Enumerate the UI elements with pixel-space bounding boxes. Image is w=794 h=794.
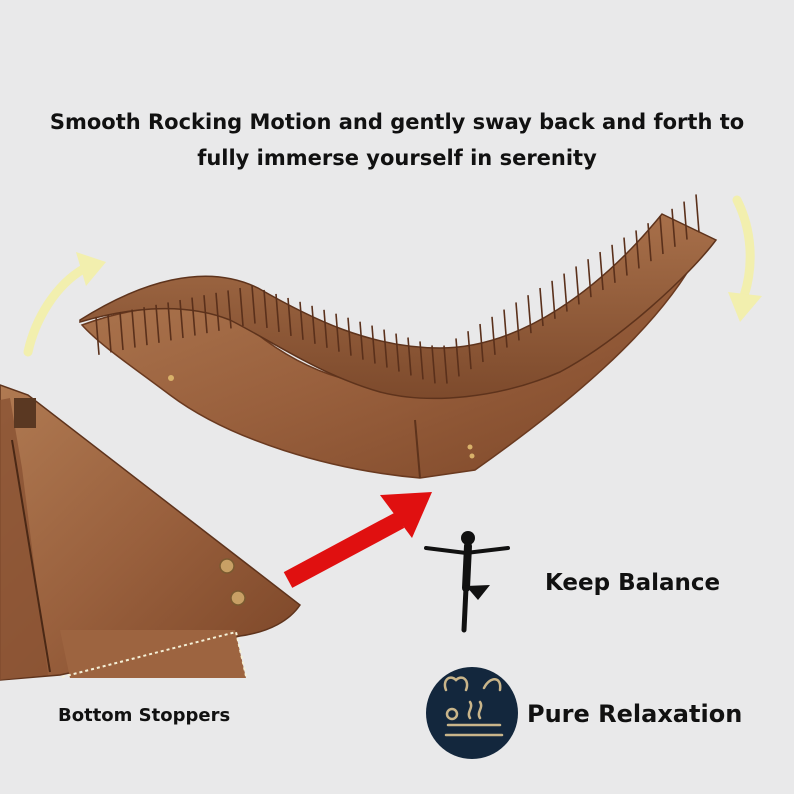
lounger-slat-gap bbox=[611, 244, 616, 283]
lounger-slat-gap bbox=[239, 287, 244, 327]
lounger-slat-gap bbox=[311, 305, 316, 344]
lounger-screw bbox=[168, 375, 174, 381]
lounger-slat-gap bbox=[275, 293, 280, 333]
headline: Smooth Rocking Motion and gently sway ba… bbox=[0, 104, 794, 176]
lounger-slat-gap bbox=[431, 345, 436, 384]
rocking-lounger-image bbox=[79, 194, 718, 479]
curved-arrow-down-icon bbox=[728, 195, 762, 322]
lounger-panel-seam bbox=[414, 419, 421, 479]
lounger-slat-gap bbox=[227, 290, 232, 329]
lounger-slat-gap bbox=[179, 299, 184, 339]
stopper-inner-seam bbox=[11, 439, 51, 673]
bottom-stopper-closeup bbox=[0, 384, 302, 681]
lounger-slat-gap bbox=[167, 302, 172, 341]
lounger-slat-gap bbox=[503, 309, 508, 348]
headline-line-2: fully immerse yourself in serenity bbox=[197, 146, 597, 170]
lounger-slat-gap bbox=[359, 321, 364, 360]
lounger-slat-gap bbox=[635, 230, 640, 269]
lounger-screw bbox=[467, 444, 473, 450]
lounger-slat-gap bbox=[659, 215, 664, 255]
lounger-slat-gap bbox=[599, 251, 604, 291]
red-arrow-icon bbox=[283, 492, 432, 588]
stopper-slat bbox=[14, 398, 36, 428]
lounger-slat-gap bbox=[695, 194, 700, 233]
lounger-slat-gap bbox=[407, 337, 412, 376]
lounger-slat-gap bbox=[623, 237, 628, 276]
lounger-slat-gap bbox=[191, 297, 196, 336]
lounger-slat-gap bbox=[419, 341, 424, 380]
lounger-slat-gap bbox=[683, 201, 688, 240]
lounger-slat-gap bbox=[95, 316, 100, 355]
lounger-slat-gap bbox=[467, 331, 472, 370]
lounger-slat-gap bbox=[263, 289, 268, 329]
curved-arrow-up-icon bbox=[23, 252, 106, 357]
lounger-slat-gap bbox=[155, 304, 160, 343]
lounger-slat-gap bbox=[527, 295, 532, 334]
lounger-slat-gap bbox=[515, 302, 520, 341]
lounger-slat-gap bbox=[563, 273, 568, 312]
lounger-slat-gap bbox=[335, 313, 340, 352]
stopper-screw bbox=[219, 558, 235, 574]
lounger-slat-gap bbox=[479, 323, 484, 363]
stopper-block bbox=[60, 630, 246, 678]
lounger-slat-gap bbox=[371, 325, 376, 364]
lounger-slat-gap bbox=[131, 309, 136, 348]
lounger-slat-gap bbox=[551, 280, 556, 319]
lounger-slat-gap bbox=[287, 297, 292, 336]
lounger-screw bbox=[469, 453, 475, 459]
lounger-slat-gap bbox=[395, 333, 400, 372]
lounger-slat-gap bbox=[107, 314, 112, 353]
lounger-slat-gap bbox=[383, 329, 388, 368]
pure-relaxation-label: Pure Relaxation bbox=[527, 700, 743, 728]
lounger-slat-gap bbox=[443, 345, 448, 384]
lounger-slat-lines bbox=[95, 194, 700, 384]
bottom-stoppers-label: Bottom Stoppers bbox=[58, 705, 231, 726]
lounger-slat-gap bbox=[299, 301, 304, 340]
lounger-slat-gap bbox=[455, 338, 460, 377]
lounger-slat-gap bbox=[347, 317, 352, 356]
stopper-edge bbox=[0, 398, 48, 680]
keep-balance-label: Keep Balance bbox=[545, 570, 721, 596]
lounger-slat-gap bbox=[119, 311, 124, 351]
lounger-slat-gap bbox=[143, 307, 148, 346]
lounger-slat-gap bbox=[575, 266, 580, 305]
balance-figure-icon bbox=[424, 531, 510, 633]
lounger-slat-gap bbox=[323, 309, 328, 348]
lounger-slat-gap bbox=[491, 316, 496, 355]
lounger-slat-gap bbox=[203, 295, 208, 334]
lounger-slat-gap bbox=[647, 223, 652, 262]
lounger-slat-gap bbox=[671, 208, 676, 247]
lounger-slat-gap bbox=[587, 259, 592, 298]
lounger-slat-gap bbox=[539, 287, 544, 327]
headline-line-1: Smooth Rocking Motion and gently sway ba… bbox=[49, 110, 745, 134]
lounger-slat-gap bbox=[251, 285, 256, 324]
lounger-slat-gap bbox=[215, 292, 220, 331]
relaxation-spa-icon bbox=[426, 667, 518, 759]
stopper-screw bbox=[230, 590, 246, 606]
